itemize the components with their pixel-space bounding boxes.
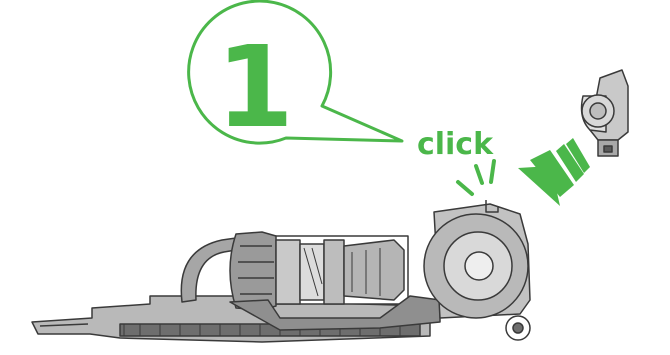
cyclone-tube [344, 240, 404, 300]
vacuum-cleaner-icon [32, 200, 530, 342]
detached-part-icon [582, 70, 628, 156]
motion-arrow-icon [518, 138, 590, 206]
click-burst-icon [458, 161, 494, 194]
step-bubble: 1 [189, 1, 402, 153]
click-label: click [417, 127, 494, 162]
vacuum-handle [181, 238, 236, 302]
ball-hub [465, 252, 493, 280]
step-number: 1 [216, 23, 294, 153]
cyclone-cones [230, 232, 276, 310]
